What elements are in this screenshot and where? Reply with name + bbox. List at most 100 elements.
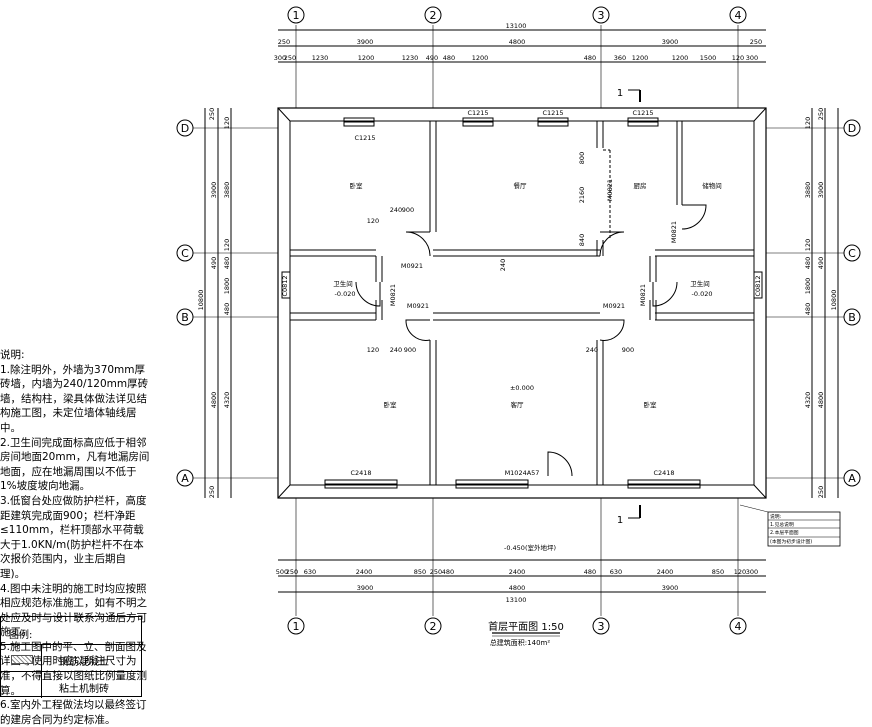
stamp-box: [767, 511, 841, 547]
dim-left-small: 480: [223, 303, 231, 315]
axis-bubble: [592, 6, 610, 24]
window-left: C0812: [281, 275, 289, 296]
room-bedroom-se: 卧室: [644, 400, 658, 409]
axis-label-B-right: B: [848, 311, 856, 324]
outer-wall-inner: [289, 120, 755, 486]
dim-bottom-r2: 3900: [662, 584, 679, 592]
axis-bubble: [424, 617, 442, 635]
note-line: 说明:: [0, 349, 25, 361]
dim-bottom-r1: 250: [430, 568, 442, 576]
section-mark-top: 1: [617, 88, 623, 99]
dim-top-r2: 1200: [672, 54, 689, 62]
dim-small: 800: [578, 152, 586, 164]
dim-bottom-r1: 2400: [356, 568, 373, 576]
dim-right-r1: 4800: [817, 392, 825, 409]
window-d3: C1215: [542, 109, 563, 117]
room-dining: 餐厅: [514, 181, 528, 190]
dim-small: 240: [586, 346, 598, 354]
floor-plan-drawing: 1 2 3 4 1 2 3 4 D C B A D C B A 13100 25…: [176, 6, 861, 647]
axis-bubble: [176, 308, 194, 326]
dim-right-r2: 3880: [804, 182, 812, 199]
dim-right-small: 250: [817, 108, 825, 120]
dim-small: 900: [404, 346, 416, 354]
dim-top-r2: 1200: [632, 54, 649, 62]
dim-top-r2: 1230: [402, 54, 419, 62]
dim-right-small: 490: [817, 257, 825, 269]
dim-top-r2: 1200: [358, 54, 375, 62]
outer-wall-outline: [277, 107, 767, 499]
dim-right-r1: 3900: [817, 182, 825, 199]
axis-label-3-top: 3: [598, 9, 605, 22]
door-m0921-c: M0921: [603, 302, 625, 310]
dim-overall-top: 13100: [506, 22, 527, 30]
axis-label-A-right: A: [848, 472, 856, 485]
room-bath-right: 卫生间: [690, 279, 710, 288]
axis-bubble: [843, 308, 861, 326]
legend-label: 钢筋混凝土: [59, 657, 109, 668]
dim-top-r2: 480: [443, 54, 455, 62]
dim-small: 2160: [578, 187, 586, 204]
dim-left-small: 120: [223, 239, 231, 251]
dim-left-r2: 4320: [223, 392, 231, 409]
dim-small: 900: [402, 206, 414, 214]
dim-right-small: 480: [804, 303, 812, 315]
dim-bottom-r1: 250: [286, 568, 298, 576]
window-a1: C2418: [350, 469, 371, 477]
dim-bottom-r1: 120: [734, 568, 746, 576]
dim-small: 120: [367, 217, 379, 225]
dim-left-r1: 4800: [210, 392, 218, 409]
window-a2: C2418: [653, 469, 674, 477]
dim-top-r2: 250: [284, 54, 296, 62]
dim-top-r2: 300: [274, 54, 286, 62]
dim-left-small: 250: [208, 108, 216, 120]
axis-bubble: [424, 6, 442, 24]
legend-box: 图例: 钢筋混凝土 粘土机制砖: [0, 616, 143, 698]
axis-label-1-bottom: 1: [293, 620, 300, 633]
window-d1: C1215: [354, 134, 375, 142]
axis-label-C-left: C: [181, 247, 189, 260]
dim-bottom-r2: 3900: [357, 584, 374, 592]
dim-right-small: 1800: [804, 278, 812, 295]
axis-bubble: [592, 617, 610, 635]
axis-bubble: [843, 469, 861, 487]
dim-top-r2: 1230: [312, 54, 329, 62]
room-bedroom-sw: 卧室: [384, 400, 398, 409]
axis-bubble: [176, 469, 194, 487]
axis-bubble: [287, 6, 305, 24]
axis-bubble: [176, 119, 194, 137]
note-line: 2.卫生间完成面标高应低于相邻房间地面20mm，凡有地漏房间地面，应在地漏周围以…: [0, 436, 150, 493]
outdoor-level: -0.450(室外地坪): [504, 543, 556, 552]
room-bedroom-nw: 卧室: [350, 181, 364, 190]
note-line: 1.除注明外，外墙为370mm厚砖墙，内墙为240/120mm厚砖墙，结构柱，梁…: [0, 363, 149, 434]
dim-top-r1: 3900: [662, 38, 679, 46]
dim-top-r2: 480: [584, 54, 596, 62]
dim-top-r2: 1200: [472, 54, 489, 62]
dim-bottom-r1: 850: [712, 568, 724, 576]
room-living: 客厅: [511, 400, 525, 409]
stamp-line: 1.见总说明: [770, 521, 794, 528]
legend-label: 粘土机制砖: [59, 684, 109, 695]
axis-label-A-left: A: [181, 472, 189, 485]
dim-top-r2: 360: [614, 54, 626, 62]
dim-bottom-r1: 630: [304, 568, 316, 576]
dim-right-outer: 10800: [830, 290, 838, 311]
room-bath-left: 卫生间: [333, 279, 353, 288]
door-m0821-d: M0821: [606, 179, 614, 201]
dim-bottom-r1: 480: [584, 568, 596, 576]
dim-bottom-r1: 850: [414, 568, 426, 576]
dim-top-r1: 4800: [509, 38, 526, 46]
window-right: C0812: [754, 275, 762, 296]
dim-left-small: 120: [223, 117, 231, 129]
dim-bottom-r1: 2400: [657, 568, 674, 576]
axis-label-2-top: 2: [430, 9, 437, 22]
dim-bottom-r1: 500: [276, 568, 288, 576]
dim-small: 900: [622, 346, 634, 354]
dim-left-small: 490: [210, 257, 218, 269]
dim-top-r1: 250: [750, 38, 762, 46]
room-storage: 储物间: [702, 181, 722, 190]
section-mark-bottom: 1: [617, 515, 623, 526]
axis-bubble: [843, 119, 861, 137]
note-line: 6.室内外工程做法均以最终签订的建房合同为约定标准。: [0, 699, 147, 726]
legend-row: 粘土机制砖: [1, 671, 143, 698]
room-kitchen: 厨房: [634, 181, 647, 190]
